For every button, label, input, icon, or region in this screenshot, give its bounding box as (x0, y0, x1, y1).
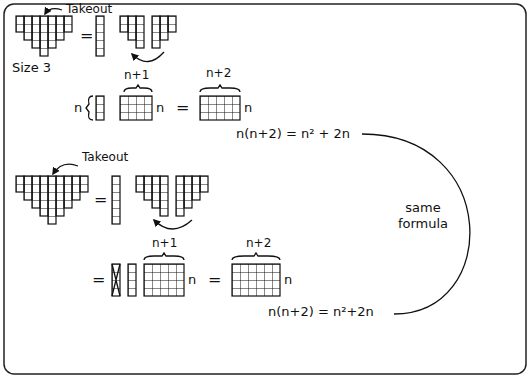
handwritten-label: = (80, 26, 93, 45)
handwritten-label: Takeout (82, 150, 128, 164)
handwritten-label: n (284, 272, 292, 288)
pen-strokes (45, 9, 470, 314)
handwritten-label: n (244, 100, 252, 116)
handwritten-label: = (94, 190, 107, 209)
grid-figures (16, 16, 280, 296)
handwritten-label: = (208, 270, 221, 289)
handwritten-label: n(n+2) = n² + 2n (236, 126, 350, 142)
handwritten-label: = (176, 98, 189, 117)
handwritten-label: n+2 (206, 66, 231, 80)
handwritten-label: n+1 (124, 68, 149, 82)
handwritten-label: n (74, 100, 82, 116)
handwritten-label: Size 3 (12, 60, 51, 76)
handwritten-label: n+1 (152, 236, 177, 250)
handwritten-label: n+2 (246, 236, 271, 250)
handwritten-label: Takeout (66, 2, 112, 16)
handwritten-label: same formula (392, 200, 454, 231)
handwritten-label: n (188, 272, 196, 288)
handwritten-label: n (156, 100, 164, 116)
handwritten-label: n(n+2) = n²+2n (268, 304, 374, 320)
handwritten-label: = (92, 270, 105, 289)
frame (4, 4, 526, 374)
